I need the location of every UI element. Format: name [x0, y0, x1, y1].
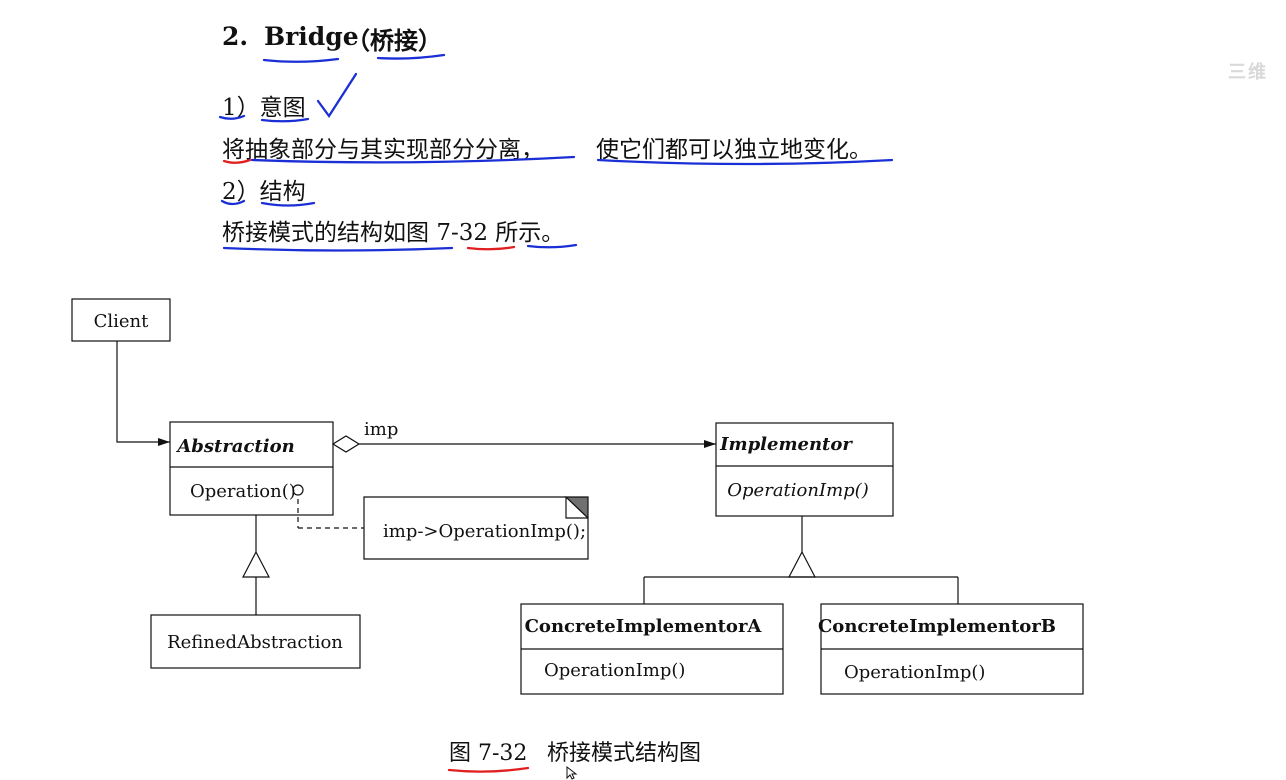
client-label: Client [94, 311, 150, 332]
concrete-a-name: ConcreteImplementorA [525, 616, 763, 637]
figure-caption-title: 桥接模式结构图 [547, 741, 701, 766]
structure-text-suffix: 所示。 [487, 220, 565, 246]
concrete-a-op: OperationImp() [544, 660, 685, 681]
note-corner [564, 496, 589, 520]
aggregation-diamond [331, 435, 361, 453]
pattern-title: Bridge [264, 22, 359, 51]
client-association [116, 341, 170, 446]
note-anchor-circle [292, 484, 304, 496]
intent-text-2: 使它们都可以独立地变化。 [596, 137, 872, 163]
abstraction-generalization-triangle [242, 550, 270, 578]
concrete-b-name: ConcreteImplementorB [818, 616, 1056, 637]
section-number: 2. [222, 22, 249, 51]
implementor-generalization-triangle [788, 550, 816, 578]
abstraction-name: Abstraction [175, 436, 294, 457]
concrete-b-op: OperationImp() [844, 662, 985, 683]
client-box [71, 298, 171, 342]
implementor-box [715, 422, 894, 517]
refined-abstraction-box [150, 614, 361, 669]
pattern-title-cn: （桥接） [346, 26, 442, 55]
structure-text: 桥接模式的结构如图 7-32 所示。 [222, 213, 564, 247]
abstraction-box [169, 421, 334, 516]
mouse-cursor-icon [566, 766, 578, 780]
implementor-name: Implementor [719, 434, 853, 455]
note-box [363, 496, 589, 560]
implementor-op: OperationImp() [727, 480, 868, 501]
side-watermark-icon: 三维 [1228, 62, 1268, 82]
abstraction-op: Operation() [190, 481, 296, 502]
figure-caption-number: 图 7-32 [449, 741, 527, 766]
note-text: imp->OperationImp(); [383, 521, 586, 542]
figure-reference: 7-32 [436, 220, 488, 246]
association-label: imp [364, 419, 398, 440]
structure-text-prefix: 桥接模式的结构如图 [222, 220, 437, 246]
refined-label: RefinedAbstraction [167, 632, 343, 653]
